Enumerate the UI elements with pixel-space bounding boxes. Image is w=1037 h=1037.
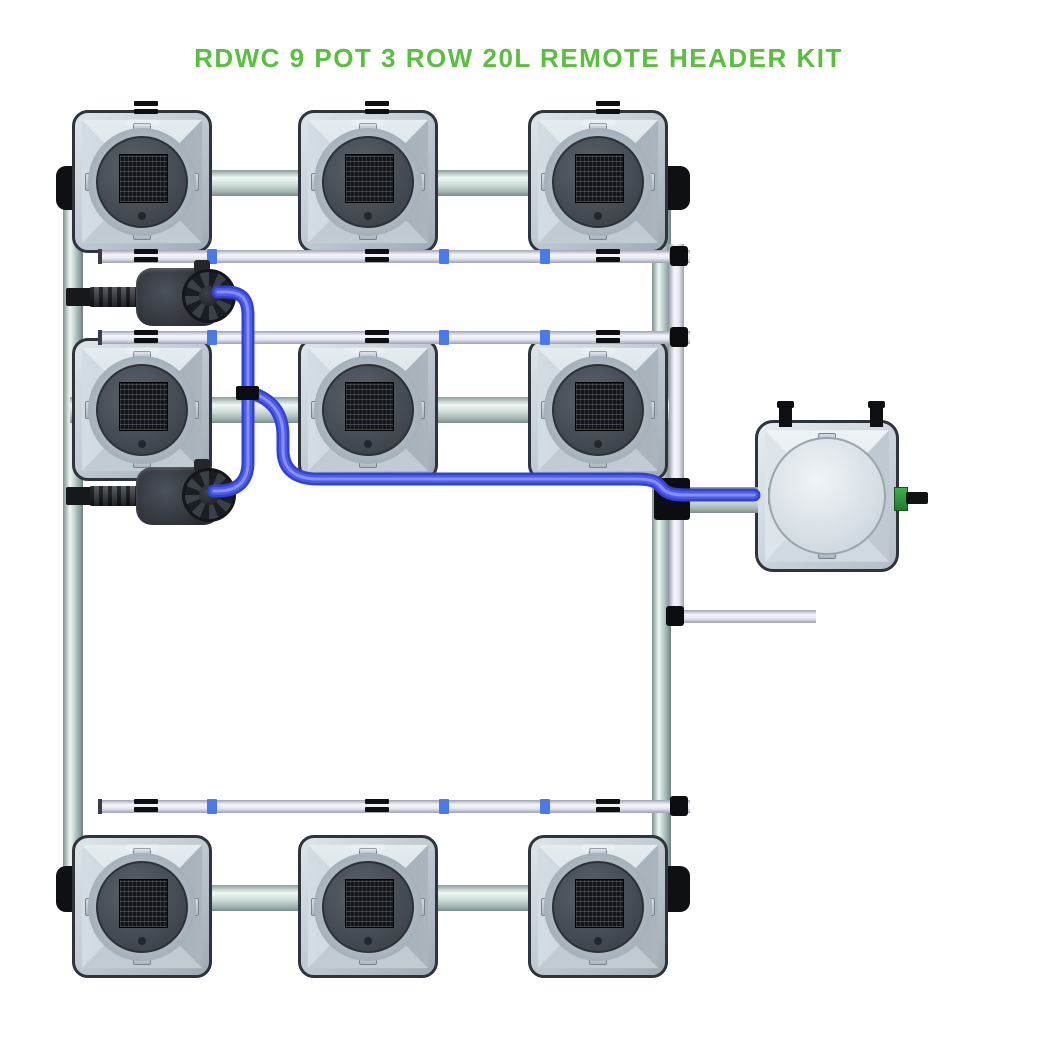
return-bulkhead-fitting (365, 799, 389, 804)
blue-coupler (439, 799, 449, 814)
pot-top-fitting (134, 101, 158, 106)
net-pot-lid (96, 135, 188, 228)
pump-pipe-fitting (66, 288, 92, 306)
net-mesh-icon (345, 878, 394, 928)
blue-coupler (439, 330, 449, 345)
blue-coupler (540, 249, 550, 264)
net-mesh-icon (119, 153, 168, 203)
net-pot-lid (96, 363, 188, 456)
return-tee-fitting (670, 327, 688, 347)
blue-coupler (207, 330, 217, 345)
brand-emboss (581, 119, 615, 126)
pot-r3-c1 (72, 835, 212, 978)
brand-emboss (351, 119, 385, 126)
net-mesh-icon (345, 153, 394, 203)
net-mesh-icon (119, 878, 168, 928)
page-title: RDWC 9 POT 3 ROW 20L REMOTE HEADER KIT (194, 43, 843, 73)
tube-pass-through-fitting (654, 478, 690, 520)
net-pot-lid (552, 860, 644, 953)
pot-r3-c3 (528, 835, 668, 978)
blue-coupler (439, 249, 449, 264)
return-bulkhead-fitting (134, 338, 158, 343)
net-mesh-icon (575, 381, 624, 431)
net-pot-lid (552, 135, 644, 228)
pot-r1-c1 (72, 110, 212, 253)
net-pot-lid (322, 860, 414, 953)
pipe-end-cap (98, 330, 102, 345)
water-pump-2 (66, 459, 236, 531)
net-mesh-icon (575, 153, 624, 203)
net-pot-lid (322, 135, 414, 228)
brand-emboss (125, 347, 159, 354)
net-pot-lid (552, 363, 644, 456)
water-pump-1 (66, 260, 236, 332)
return-bulkhead-fitting (596, 807, 620, 812)
return-tee-fitting (666, 606, 684, 626)
pump-coupler (90, 486, 140, 506)
return-bulkhead-fitting (134, 249, 158, 254)
blue-coupler (207, 799, 217, 814)
blue-coupler (540, 330, 550, 345)
return-bulkhead-fitting (596, 338, 620, 343)
return-bulkhead-fitting (365, 338, 389, 343)
pot-r3-c2 (298, 835, 438, 978)
pump-coupler (90, 287, 140, 307)
return-pipe-right-vertical (669, 244, 684, 624)
pot-r2-c1 (72, 338, 212, 481)
brand-emboss (581, 347, 615, 354)
pot-r2-c3 (528, 338, 668, 481)
return-tee-fitting (670, 796, 688, 816)
return-bulkhead-fitting (596, 330, 620, 335)
net-mesh-icon (119, 381, 168, 431)
net-mesh-icon (575, 878, 624, 928)
header-tank (755, 401, 928, 572)
brand-emboss (351, 347, 385, 354)
header-post-icon (868, 401, 885, 427)
return-bulkhead-fitting (596, 799, 620, 804)
brand-emboss (351, 844, 385, 851)
net-pot-lid (322, 363, 414, 456)
pot-r1-c2 (298, 110, 438, 253)
return-bulkhead-fitting (134, 807, 158, 812)
pot-top-fitting (596, 109, 620, 114)
pot-top-fitting (134, 109, 158, 114)
return-bulkhead-fitting (596, 257, 620, 262)
brand-emboss (581, 844, 615, 851)
header-inlet-pipe (684, 487, 758, 513)
return-bulkhead-fitting (596, 249, 620, 254)
return-bulkhead-fitting (134, 257, 158, 262)
pot-top-fitting (596, 101, 620, 106)
header-post-icon (777, 401, 794, 427)
pot-top-fitting (365, 101, 389, 106)
return-bulkhead-fitting (365, 330, 389, 335)
pump-impeller-icon (182, 468, 236, 522)
net-pot-lid (96, 860, 188, 953)
return-bulkhead-fitting (134, 799, 158, 804)
return-bulkhead-fitting (365, 257, 389, 262)
return-tee-fitting (670, 246, 688, 266)
pump-impeller-icon (182, 269, 236, 323)
valve-stub-icon (906, 492, 928, 504)
pot-top-fitting (365, 109, 389, 114)
return-bulkhead-fitting (365, 249, 389, 254)
return-bulkhead-fitting (365, 807, 389, 812)
blue-coupler (207, 249, 217, 264)
header-lid (768, 437, 886, 555)
return-pipe-header-stub (676, 610, 816, 623)
net-mesh-icon (345, 381, 394, 431)
pot-r1-c3 (528, 110, 668, 253)
pot-r2-c2 (298, 338, 438, 481)
brand-emboss (125, 119, 159, 126)
blue-coupler (540, 799, 550, 814)
return-bulkhead-fitting (134, 330, 158, 335)
pump-pipe-fitting (66, 487, 92, 505)
pipe-end-cap (98, 249, 102, 264)
brand-emboss (125, 844, 159, 851)
pipe-end-cap (98, 799, 102, 814)
